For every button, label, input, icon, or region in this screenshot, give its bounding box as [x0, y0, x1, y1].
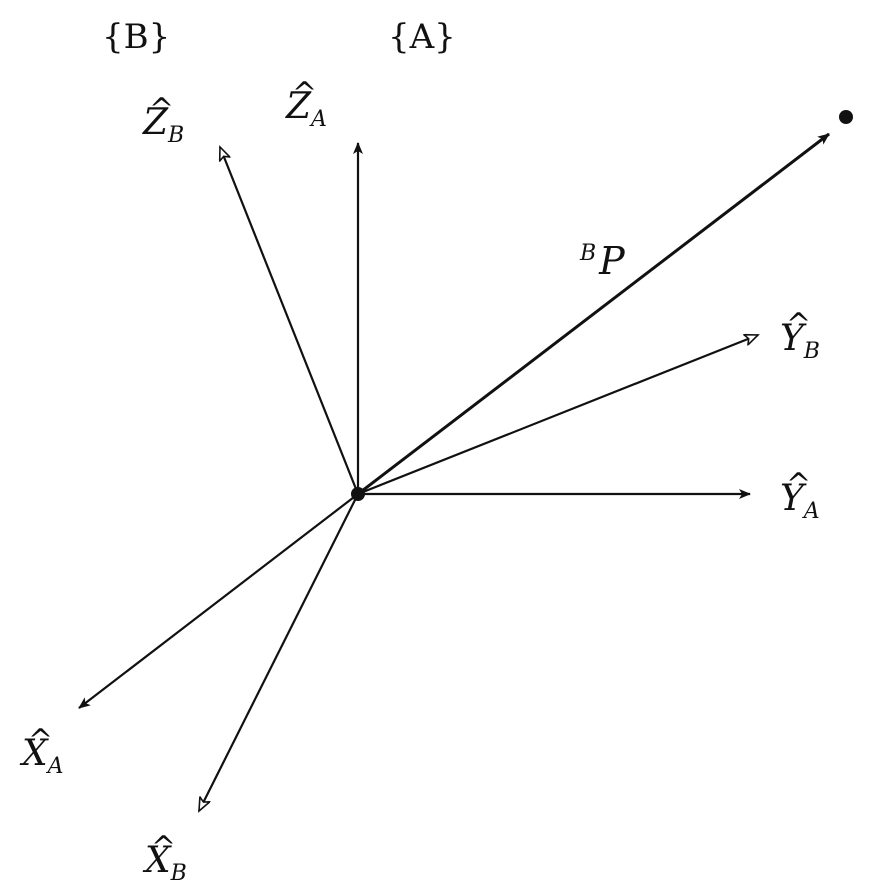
y-b-label: YB [780, 318, 820, 364]
z-a-label: ZA [285, 86, 327, 132]
z-b-axis [220, 147, 360, 495]
y-a-hat: ^ [786, 467, 811, 502]
z-a-hat: ^ [292, 76, 317, 111]
y-b-hat: ^ [786, 307, 811, 342]
p-vector [357, 132, 830, 496]
x-a-label: XA [19, 733, 64, 779]
x-a-hat: ^ [28, 723, 53, 758]
x-b-hat: ^ [151, 830, 176, 865]
p-vector-label: BP [579, 239, 626, 283]
frame-b-label: {B} [102, 17, 170, 57]
frame-a-label: {A} [388, 17, 456, 57]
origin-point [351, 487, 365, 501]
y-a-label: YA [780, 478, 820, 524]
z-b-hat: ^ [149, 92, 174, 127]
x-b-axis [198, 493, 359, 811]
z-b-label: ZB [142, 102, 184, 148]
target-point [839, 110, 853, 124]
y-b-axis [357, 335, 758, 496]
x-b-label: XB [142, 840, 187, 886]
x-a-axis [78, 493, 359, 709]
